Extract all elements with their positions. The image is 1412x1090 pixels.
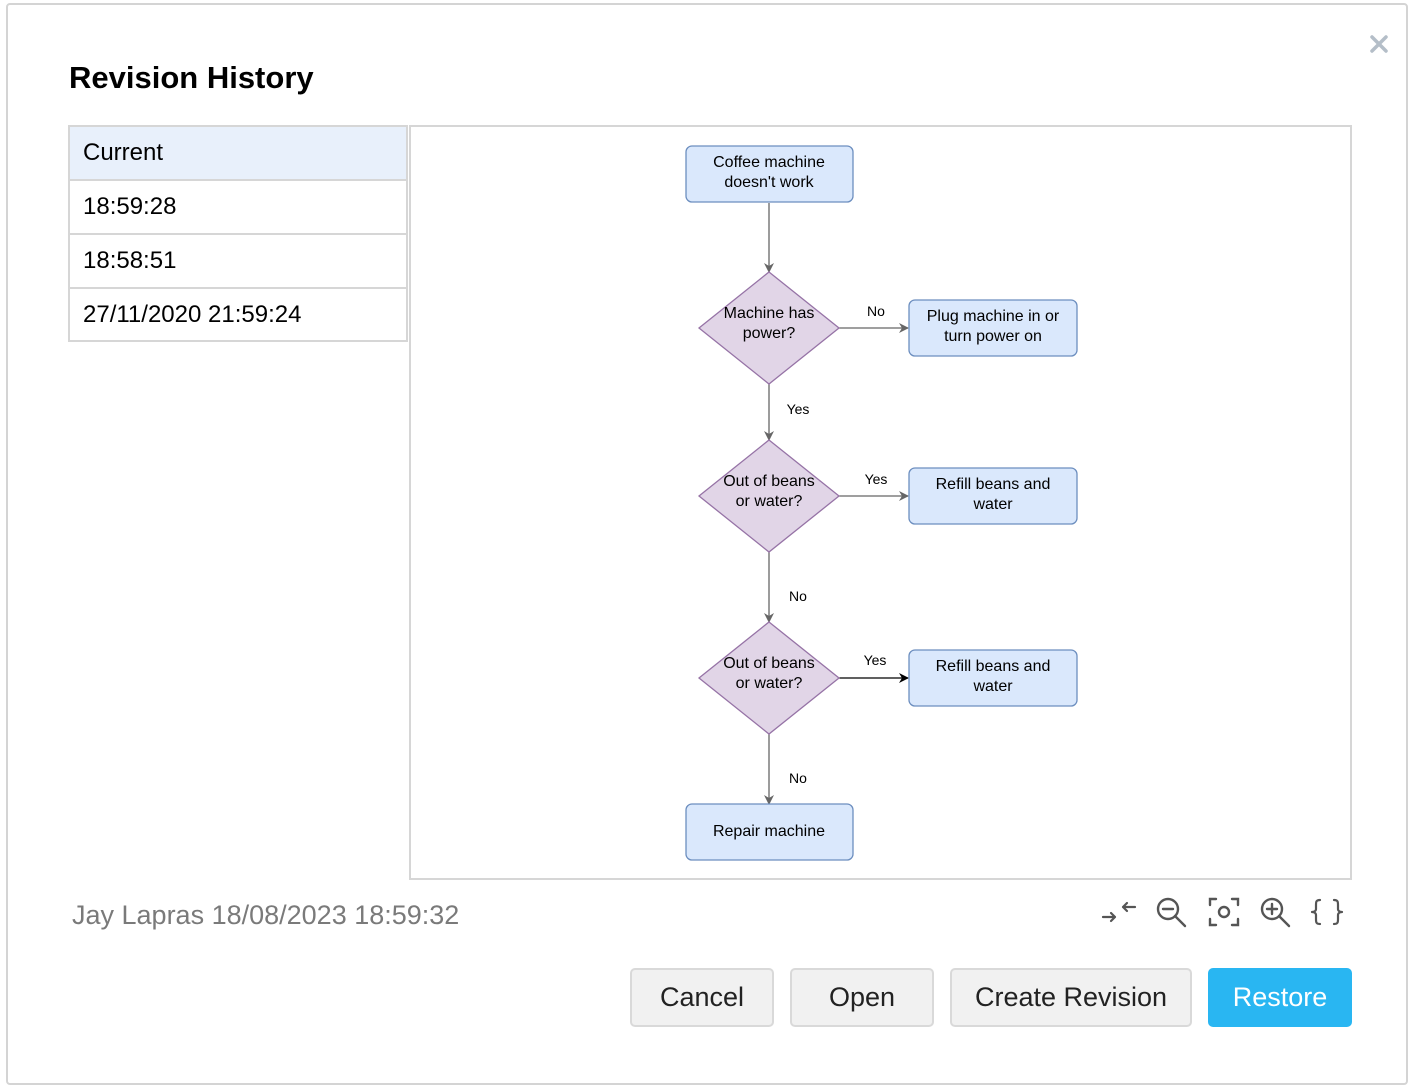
node-start: Coffee machine doesn't work <box>685 145 854 203</box>
zoom-out-icon <box>1156 897 1187 928</box>
edge-label-d2-d3: No <box>789 588 807 604</box>
code-braces-icon <box>1310 898 1344 926</box>
create-revision-button[interactable]: Create Revision <box>950 968 1192 1027</box>
edge-label-d1-d2: Yes <box>787 401 810 417</box>
svg-text:doesn't work: doesn't work <box>724 174 814 191</box>
node-plug-in: Plug machine in or turn power on <box>908 299 1078 357</box>
revision-list: Current 18:59:28 18:58:51 27/11/2020 21:… <box>68 125 408 342</box>
cancel-button[interactable]: Cancel <box>630 968 774 1027</box>
revision-item[interactable]: 18:59:28 <box>70 181 406 235</box>
svg-text:Refill beans and: Refill beans and <box>936 476 1051 493</box>
svg-text:Machine has: Machine has <box>724 305 815 322</box>
zoom-in-icon <box>1260 897 1291 928</box>
svg-text:or water?: or water? <box>736 493 803 510</box>
edge-label-d3-r3: Yes <box>864 652 887 668</box>
edge-label-d2-r2: Yes <box>865 471 888 487</box>
revision-item-current[interactable]: Current <box>70 127 406 181</box>
svg-text:turn power on: turn power on <box>944 328 1042 345</box>
svg-text:Out of beans: Out of beans <box>723 655 815 672</box>
collapse-icon <box>1101 901 1137 923</box>
restore-button[interactable]: Restore <box>1208 968 1352 1027</box>
svg-text:Plug machine in or: Plug machine in or <box>927 308 1060 325</box>
node-decision-beans-1: Out of beans or water? <box>697 439 841 553</box>
close-icon <box>1370 35 1388 53</box>
flowchart-canvas: No Yes Yes No Yes No Coffee machine does… <box>685 145 1078 861</box>
code-button[interactable] <box>1308 893 1346 931</box>
zoom-out-button[interactable] <box>1152 893 1190 931</box>
node-decision-power: Machine has power? <box>697 271 841 385</box>
svg-text:Coffee machine: Coffee machine <box>713 154 825 171</box>
node-repair: Repair machine <box>685 803 854 861</box>
dialog-title: Revision History <box>69 60 314 95</box>
revision-item[interactable]: 27/11/2020 21:59:24 <box>83 301 302 328</box>
svg-text:water: water <box>972 678 1013 695</box>
revision-meta: Jay Lapras 18/08/2023 18:59:32 <box>72 900 460 930</box>
revision-item[interactable]: 18:58:51 <box>70 235 406 289</box>
collapse-button[interactable] <box>1100 893 1138 931</box>
node-refill-2: Refill beans and water <box>908 649 1078 707</box>
flow-edges <box>764 203 909 805</box>
fit-button[interactable] <box>1205 893 1243 931</box>
close-button[interactable] <box>1365 30 1393 58</box>
diagram-preview[interactable]: No Yes Yes No Yes No Coffee machine does… <box>409 125 1352 880</box>
zoom-in-button[interactable] <box>1256 893 1294 931</box>
svg-text:water: water <box>972 496 1013 513</box>
edge-label-d1-r1: No <box>867 303 885 319</box>
svg-text:or water?: or water? <box>736 675 803 692</box>
open-button[interactable]: Open <box>790 968 934 1027</box>
fit-icon <box>1208 897 1240 927</box>
node-decision-beans-2: Out of beans or water? <box>697 621 841 735</box>
svg-text:Repair machine: Repair machine <box>713 823 825 840</box>
svg-text:Refill beans and: Refill beans and <box>936 658 1051 675</box>
svg-text:power?: power? <box>743 325 796 342</box>
node-refill-1: Refill beans and water <box>908 467 1078 525</box>
edge-label-d3-end: No <box>789 770 807 786</box>
svg-text:Out of beans: Out of beans <box>723 473 815 490</box>
